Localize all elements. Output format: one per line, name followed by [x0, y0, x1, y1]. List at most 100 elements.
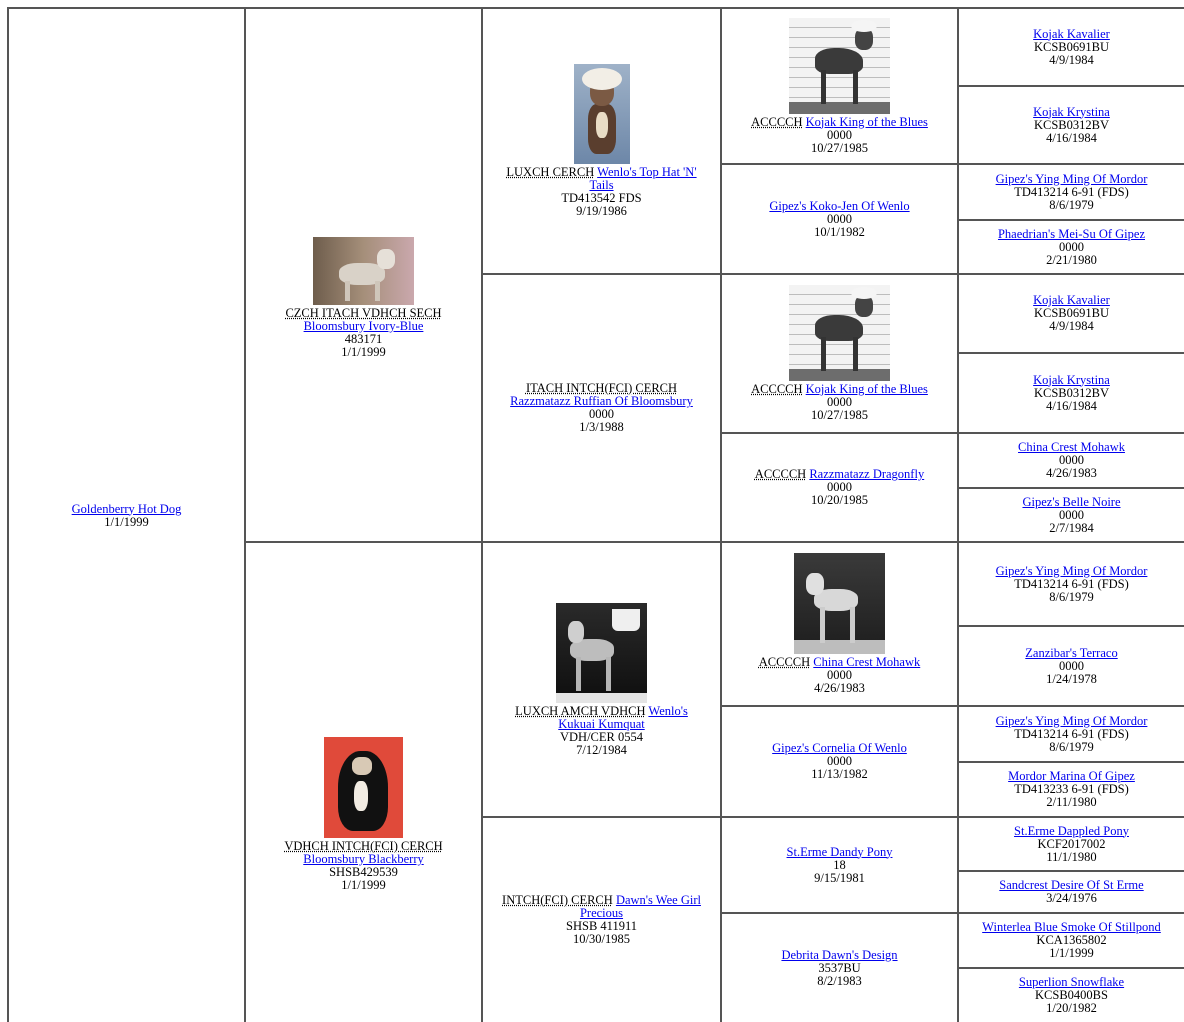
gen4-reg: TD413214 6-91 (FDS)	[1014, 726, 1129, 741]
gen3-cell: Gipez's Koko-Jen Of Wenlo 0000 10/1/1982	[722, 165, 957, 273]
gen3-name-link[interactable]: Razzmatazz Dragonfly	[809, 467, 925, 481]
gen4-date: 8/6/1979	[1049, 197, 1094, 212]
gen3-cell: ACCCCH China Crest Mohawk 0000 4/26/1983	[722, 543, 957, 705]
gen3-reg: 0000	[827, 211, 852, 226]
gen4-name-link[interactable]: Kojak Krystina	[1033, 104, 1110, 119]
dog-photo[interactable]	[313, 237, 414, 305]
dog-photo[interactable]	[789, 285, 890, 381]
gen3-cell: ACCCCH Kojak King of the Blues 0000 10/2…	[722, 275, 957, 432]
dam-name-link[interactable]: Bloomsbury Blackberry	[303, 852, 424, 866]
gen4-cell: Kojak Krystina KCSB0312BV 4/16/1984	[959, 87, 1184, 163]
gen4-cell: Kojak Kavalier KCSB0691BU 4/9/1984	[959, 275, 1184, 352]
gen3-name-link[interactable]: Kojak King of the Blues	[805, 382, 928, 396]
gen2-name-link[interactable]: Wenlo's Kukuai Kumquat	[558, 703, 688, 731]
gen4-reg: KCSB0691BU	[1033, 39, 1110, 54]
gen2-name-link[interactable]: Razzmatazz Ruffian Of Bloomsbury	[510, 394, 693, 408]
gen3-titles: ACCCCH	[758, 655, 811, 669]
row-divider-g4h	[957, 967, 1184, 969]
gen3-reg: 0000	[827, 127, 852, 142]
gen4-cell: Gipez's Belle Noire 0000 2/7/1984	[959, 489, 1184, 541]
row-divider-g4c	[957, 352, 1184, 354]
dam-reg: SHSB429539	[329, 865, 398, 879]
gen4-date: 4/16/1984	[1046, 398, 1097, 413]
gen2-date: 1/3/1988	[579, 420, 624, 434]
gen3-name-link[interactable]: Gipez's Cornelia Of Wenlo	[772, 741, 907, 755]
gen3-reg: 0000	[827, 754, 852, 768]
gen4-date: 2/11/1980	[1046, 795, 1097, 809]
gen2-titles: INTCH(FCI) CERCH	[502, 893, 613, 907]
gen2-cell: LUXCH CERCH Wenlo's Top Hat 'N' Tails TD…	[483, 9, 720, 273]
gen4-name-link[interactable]: Gipez's Ying Ming Of Mordor	[995, 563, 1148, 578]
dog-photo[interactable]	[556, 602, 647, 703]
row-divider-g3a	[720, 163, 1184, 165]
row-divider-g1	[244, 541, 1184, 543]
dog-photo[interactable]	[794, 553, 885, 654]
gen4-date: 11/1/1980	[1046, 849, 1097, 864]
gen2-name-link[interactable]: Wenlo's Top Hat 'N' Tails	[589, 165, 697, 192]
gen4-name-link[interactable]: St.Erme Dappled Pony	[1014, 823, 1129, 838]
dog-photo[interactable]	[324, 737, 403, 838]
gen4-reg: KCA1365802	[1036, 933, 1107, 947]
gen2-name-link[interactable]: Dawn's Wee Girl Precious	[579, 893, 701, 920]
gen3-titles: ACCCCH	[751, 114, 803, 129]
gen4-name-link[interactable]: Gipez's Ying Ming Of Mordor	[995, 713, 1148, 728]
gen4-name-link[interactable]: Kojak Krystina	[1033, 372, 1110, 387]
gen4-name-link[interactable]: Gipez's Ying Ming Of Mordor	[995, 171, 1148, 186]
dog-photo[interactable]	[573, 64, 630, 164]
gen4-date: 4/9/1984	[1049, 319, 1094, 333]
gen4-date: 2/21/1980	[1046, 252, 1097, 267]
gen3-date: 9/15/1981	[814, 870, 865, 885]
gen3-titles: ACCCCH	[751, 382, 803, 396]
gen3-name-link[interactable]: Debrita Dawn's Design	[781, 947, 898, 962]
gen4-cell: Gipez's Ying Ming Of Mordor TD413214 6-9…	[959, 543, 1184, 625]
sire-name-link[interactable]: Bloomsbury Ivory-Blue	[303, 319, 424, 333]
col-divider-4	[957, 7, 959, 1022]
gen4-cell: Winterlea Blue Smoke Of Stillpond KCA136…	[959, 914, 1184, 967]
border-left	[7, 7, 9, 1022]
gen4-name-link[interactable]: Phaedrian's Mei-Su Of Gipez	[997, 226, 1145, 241]
gen4-name-link[interactable]: Superlion Snowflake	[1018, 975, 1125, 989]
gen4-name-link[interactable]: China Crest Mohawk	[1018, 440, 1125, 454]
gen2-titles: ITACH INTCH(FCI) CERCH	[525, 381, 678, 395]
dog-photo[interactable]	[789, 17, 890, 114]
sire-cell: CZCH ITACH VDHCH SECH Bloomsbury Ivory-B…	[246, 9, 481, 541]
gen4-reg: 0000	[1059, 507, 1084, 522]
gen4-name-link[interactable]: Sandcrest Desire Of St Erme	[999, 878, 1144, 892]
col-divider-2	[481, 7, 483, 1022]
gen4-cell: Superlion Snowflake KCSB0400BS 1/20/1982	[959, 969, 1184, 1022]
gen4-reg: 0000	[1059, 239, 1084, 254]
gen2-reg: 0000	[589, 407, 614, 421]
dam-cell: VDHCH INTCH(FCI) CERCH Bloomsbury Blackb…	[246, 543, 481, 1022]
gen4-date: 2/7/1984	[1049, 520, 1094, 535]
gen3-date: 10/1/1982	[814, 224, 865, 239]
gen3-name-link[interactable]: Kojak King of the Blues	[805, 114, 928, 129]
gen4-date: 8/6/1979	[1049, 739, 1094, 754]
gen3-reg: 0000	[827, 668, 852, 682]
row-divider-g2b	[481, 816, 1184, 818]
gen4-date: 4/26/1983	[1046, 466, 1097, 480]
gen3-name-link[interactable]: Gipez's Koko-Jen Of Wenlo	[769, 198, 910, 213]
gen4-name-link[interactable]: Winterlea Blue Smoke Of Stillpond	[982, 920, 1161, 934]
gen4-date: 8/6/1979	[1049, 589, 1094, 604]
gen4-name-link[interactable]: Gipez's Belle Noire	[1022, 494, 1121, 509]
dam-titles: VDHCH INTCH(FCI) CERCH	[284, 839, 443, 853]
gen4-name-link[interactable]: Zanzibar's Terraco	[1025, 645, 1118, 660]
gen4-name-link[interactable]: Kojak Kavalier	[1033, 293, 1110, 307]
gen4-name-link[interactable]: Kojak Kavalier	[1033, 26, 1110, 41]
gen4-cell: Mordor Marina Of Gipez TD413233 6-91 (FD…	[959, 763, 1184, 816]
gen4-name-link[interactable]: Mordor Marina Of Gipez	[1008, 769, 1135, 783]
gen4-reg: KCF2017002	[1037, 836, 1106, 851]
gen3-name-link[interactable]: China Crest Mohawk	[813, 655, 921, 669]
subject-name-link[interactable]: Goldenberry Hot Dog	[71, 501, 182, 516]
row-divider-g4b	[957, 219, 1184, 221]
gen3-name-link[interactable]: St.Erme Dandy Pony	[786, 844, 893, 859]
gen3-titles: ACCCCH	[754, 467, 807, 481]
gen2-cell: INTCH(FCI) CERCH Dawn's Wee Girl Preciou…	[483, 818, 720, 1022]
gen4-date: 4/16/1984	[1046, 130, 1097, 145]
subject-cell: Goldenberry Hot Dog 1/1/1999	[9, 9, 244, 1022]
gen4-date: 1/1/1999	[1049, 946, 1094, 960]
gen3-date: 10/27/1985	[811, 140, 868, 155]
gen3-date: 8/2/1983	[817, 973, 862, 988]
gen3-date: 10/20/1985	[811, 493, 868, 507]
gen3-reg: 3537BU	[818, 960, 861, 975]
